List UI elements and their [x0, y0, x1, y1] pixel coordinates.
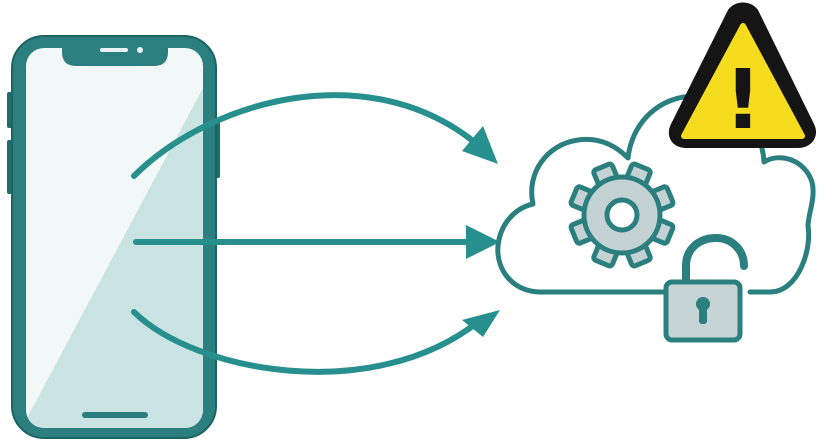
arrow-top [131, 92, 481, 179]
arrows-group [131, 92, 481, 375]
phone-home-indicator [82, 412, 148, 418]
warning-icon: ! [668, 2, 817, 148]
arrow-bottom [131, 309, 481, 375]
arrowheads-group [462, 126, 500, 337]
arrow-bottom-head [462, 310, 500, 337]
unlocked-padlock-icon [663, 233, 748, 343]
padlock-shackle [682, 233, 748, 286]
warning-exclamation: ! [724, 53, 761, 148]
phone-speaker [100, 48, 128, 52]
padlock-keyhole-slot [699, 306, 707, 324]
gear-hole [604, 197, 640, 233]
phone-camera [137, 47, 143, 53]
warning-triangle-fill [681, 23, 805, 139]
gear-icon [568, 161, 676, 269]
arrow-top-head [462, 126, 498, 164]
smartphone-icon [7, 35, 220, 439]
cloud-icon [495, 93, 816, 295]
screen-glare [26, 88, 203, 428]
arrow-middle-head [466, 225, 500, 259]
